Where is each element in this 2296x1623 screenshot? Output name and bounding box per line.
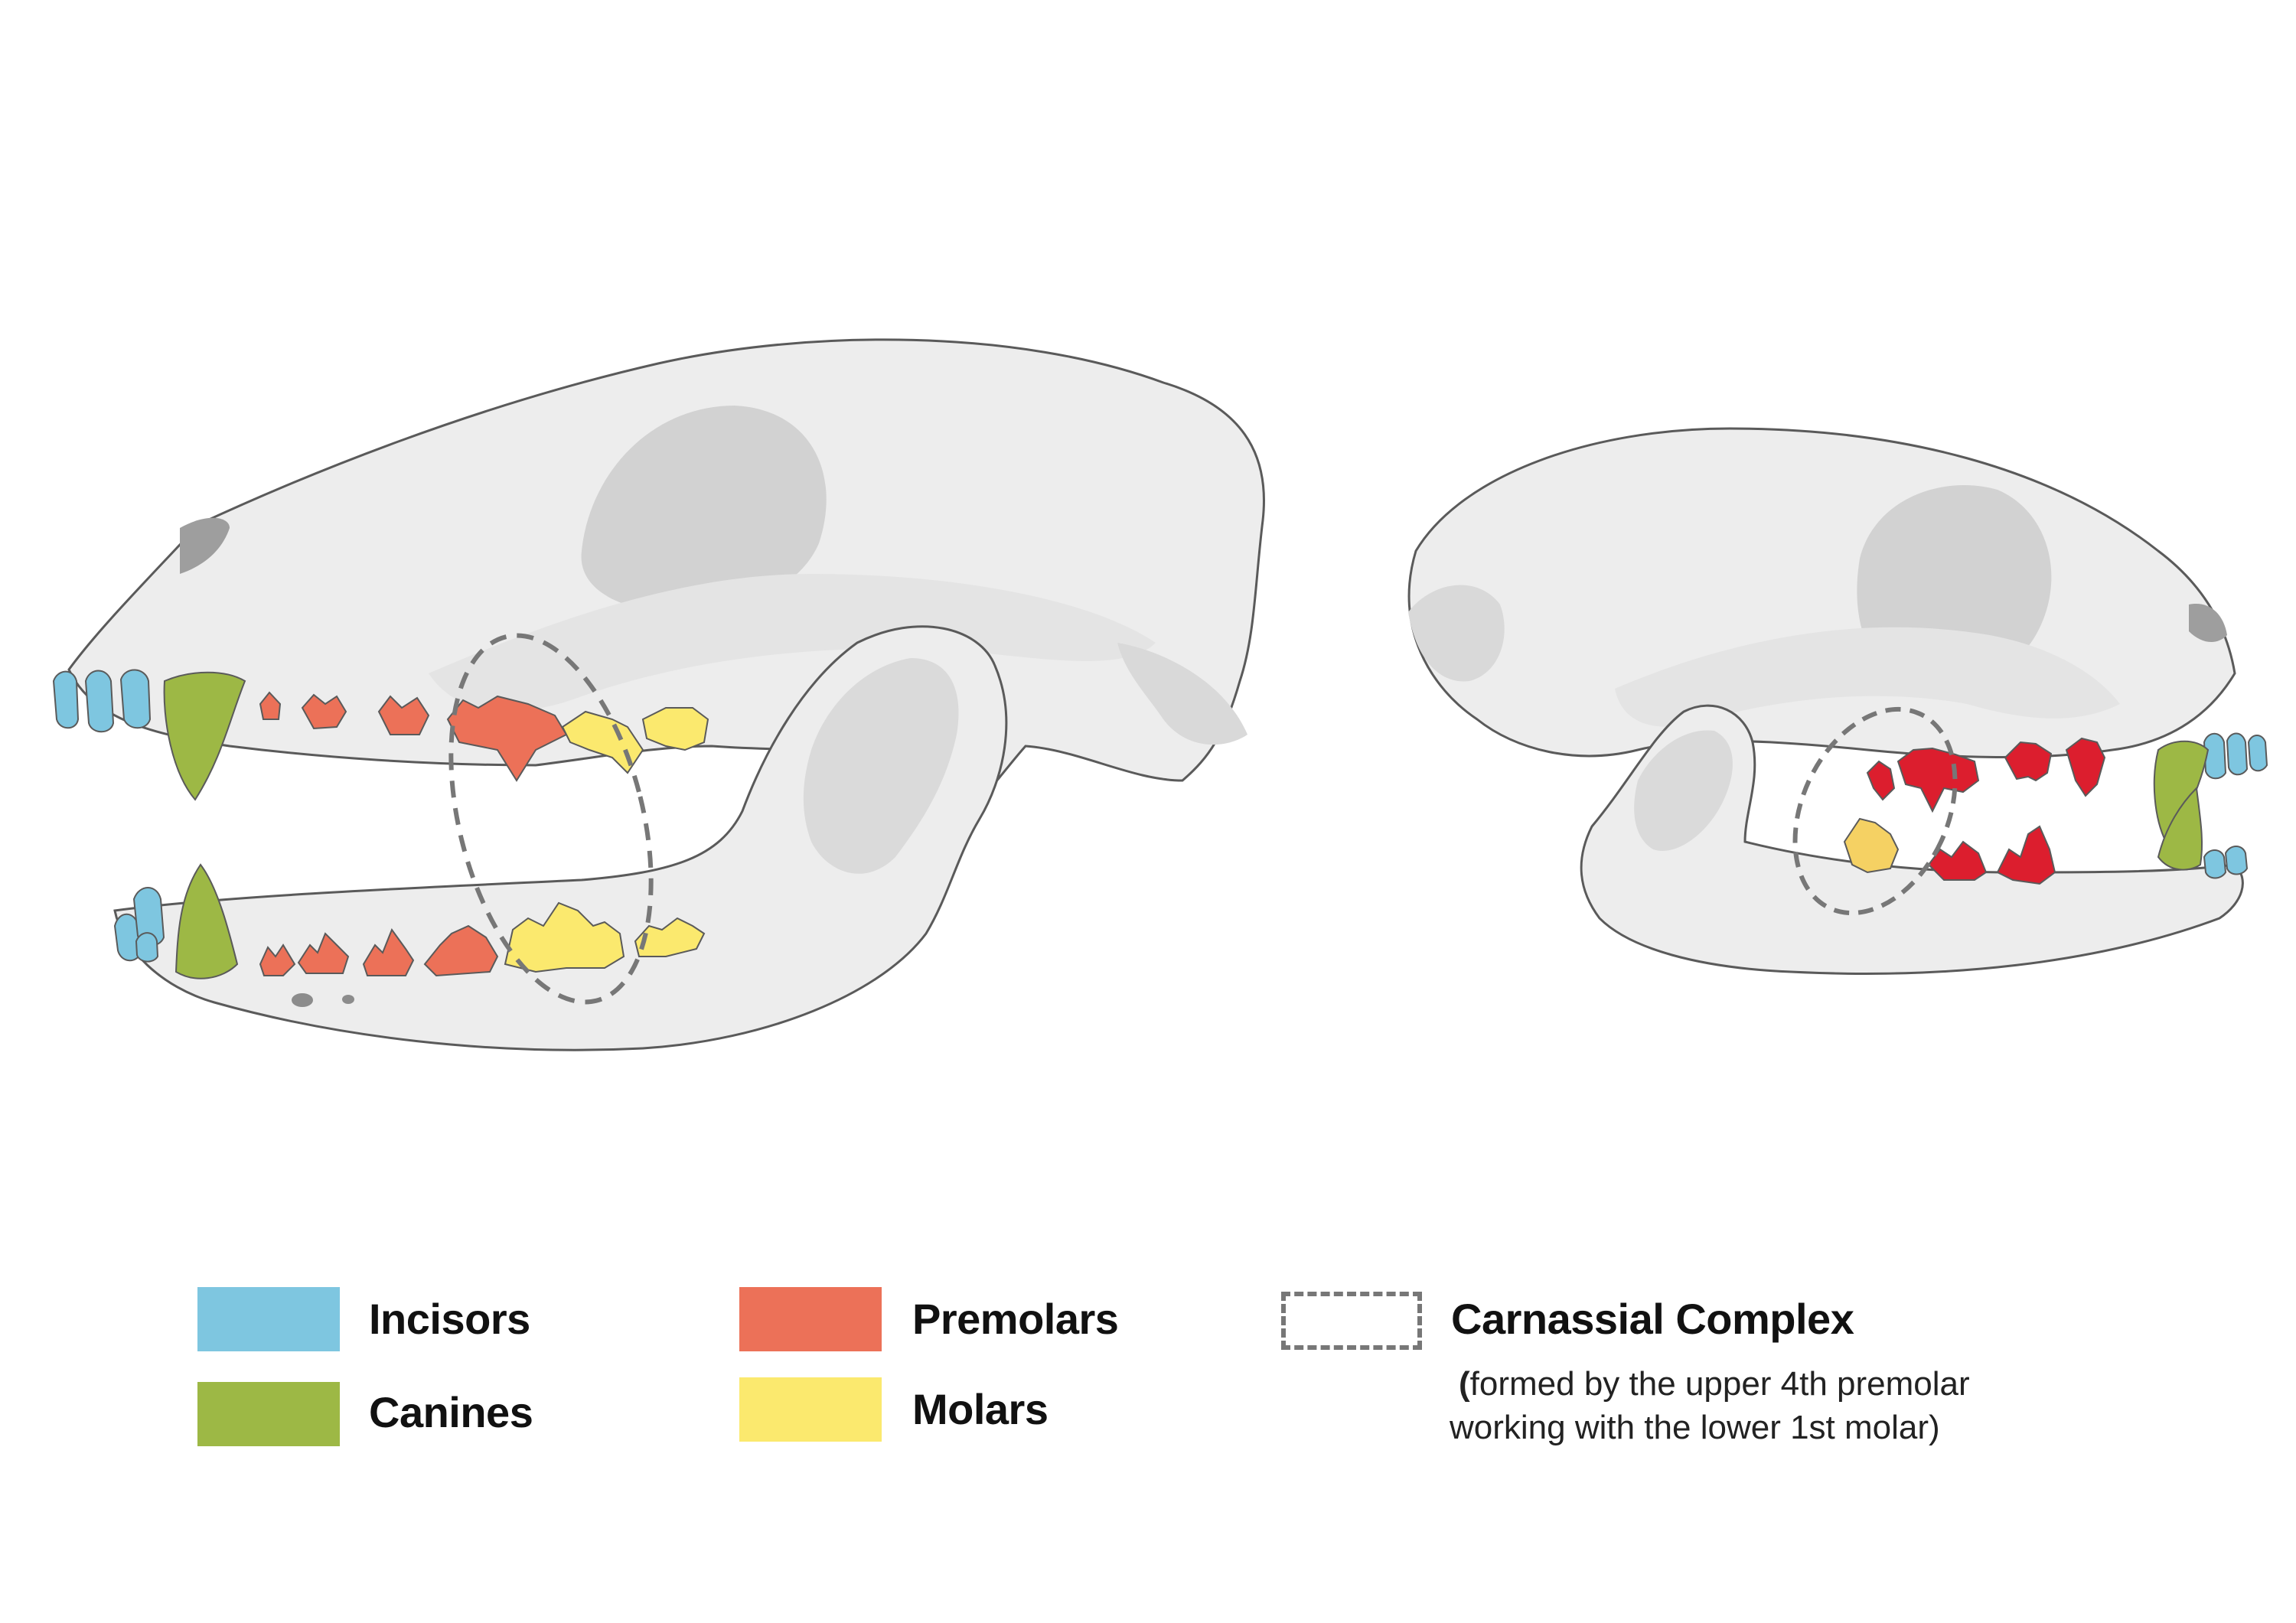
dog-upper-premolars	[259, 691, 568, 782]
carnassial-label: Carnassial Complex	[1451, 1295, 1854, 1343]
cat-ramus-shade	[1634, 730, 1733, 851]
incisors-swatch	[197, 1287, 340, 1351]
cat-upper-incisors	[2203, 732, 2268, 780]
dog-carnassial-highlight	[448, 633, 654, 1005]
cat-occipital	[1408, 585, 1505, 682]
canines-label: Canines	[369, 1388, 533, 1436]
dog-lower-incisors	[113, 887, 165, 963]
cat-skull-icon	[1407, 427, 2268, 975]
cat-cranium	[1407, 427, 2236, 758]
cat-lower-premolars	[1927, 825, 2056, 885]
carnassial-note-paren: (	[1459, 1365, 1470, 1403]
dog-upper-incisors	[52, 669, 152, 733]
dog-skull-icon	[52, 338, 1265, 1051]
dog-lower-premolars	[259, 924, 499, 977]
dog-mandible	[113, 625, 1008, 1051]
dog-mandible-ramus-shade	[803, 658, 959, 874]
dog-upper-molars	[561, 707, 709, 774]
dog-braincase-detail	[1117, 643, 1247, 745]
cat-zygomatic-arch	[1615, 627, 2120, 727]
premolars-label: Premolars	[912, 1295, 1119, 1343]
dog-orbit	[581, 406, 827, 614]
cat-lower-molar	[1843, 817, 1900, 874]
dog-mental-foramen	[292, 993, 313, 1007]
cat-upper-premolars	[1866, 737, 2106, 813]
dog-lower-molars	[504, 901, 706, 973]
cat-mandible	[1580, 704, 2244, 975]
cat-nasal-notch	[2189, 604, 2227, 643]
carnassial-note-line2: working with the lower 1st molar)	[1450, 1409, 1940, 1447]
dog-mental-foramen-2	[342, 995, 354, 1004]
dog-lower-canine	[174, 863, 239, 979]
incisors-label: Incisors	[369, 1295, 530, 1343]
canines-swatch	[197, 1382, 340, 1446]
dog-mandible-body	[113, 625, 1008, 1051]
carnassial-dashed-swatch	[1281, 1292, 1422, 1350]
carnassial-note: (formed by the upper 4th premolar workin…	[1450, 1362, 1970, 1449]
dog-nasal-notch	[180, 517, 230, 574]
cat-mandible-body	[1580, 704, 2244, 975]
dog-upper-canine	[163, 671, 246, 801]
cat-carnassial-highlight	[1792, 706, 1958, 916]
carnassial-note-line1: formed by the upper 4th premolar	[1469, 1365, 1970, 1403]
premolars-swatch	[739, 1287, 882, 1351]
cat-lower-canine	[2157, 786, 2203, 871]
cat-lower-incisors	[2203, 846, 2249, 879]
dog-zygomatic-arch	[429, 574, 1156, 712]
molars-label: Molars	[912, 1385, 1049, 1433]
molars-swatch	[739, 1377, 882, 1442]
